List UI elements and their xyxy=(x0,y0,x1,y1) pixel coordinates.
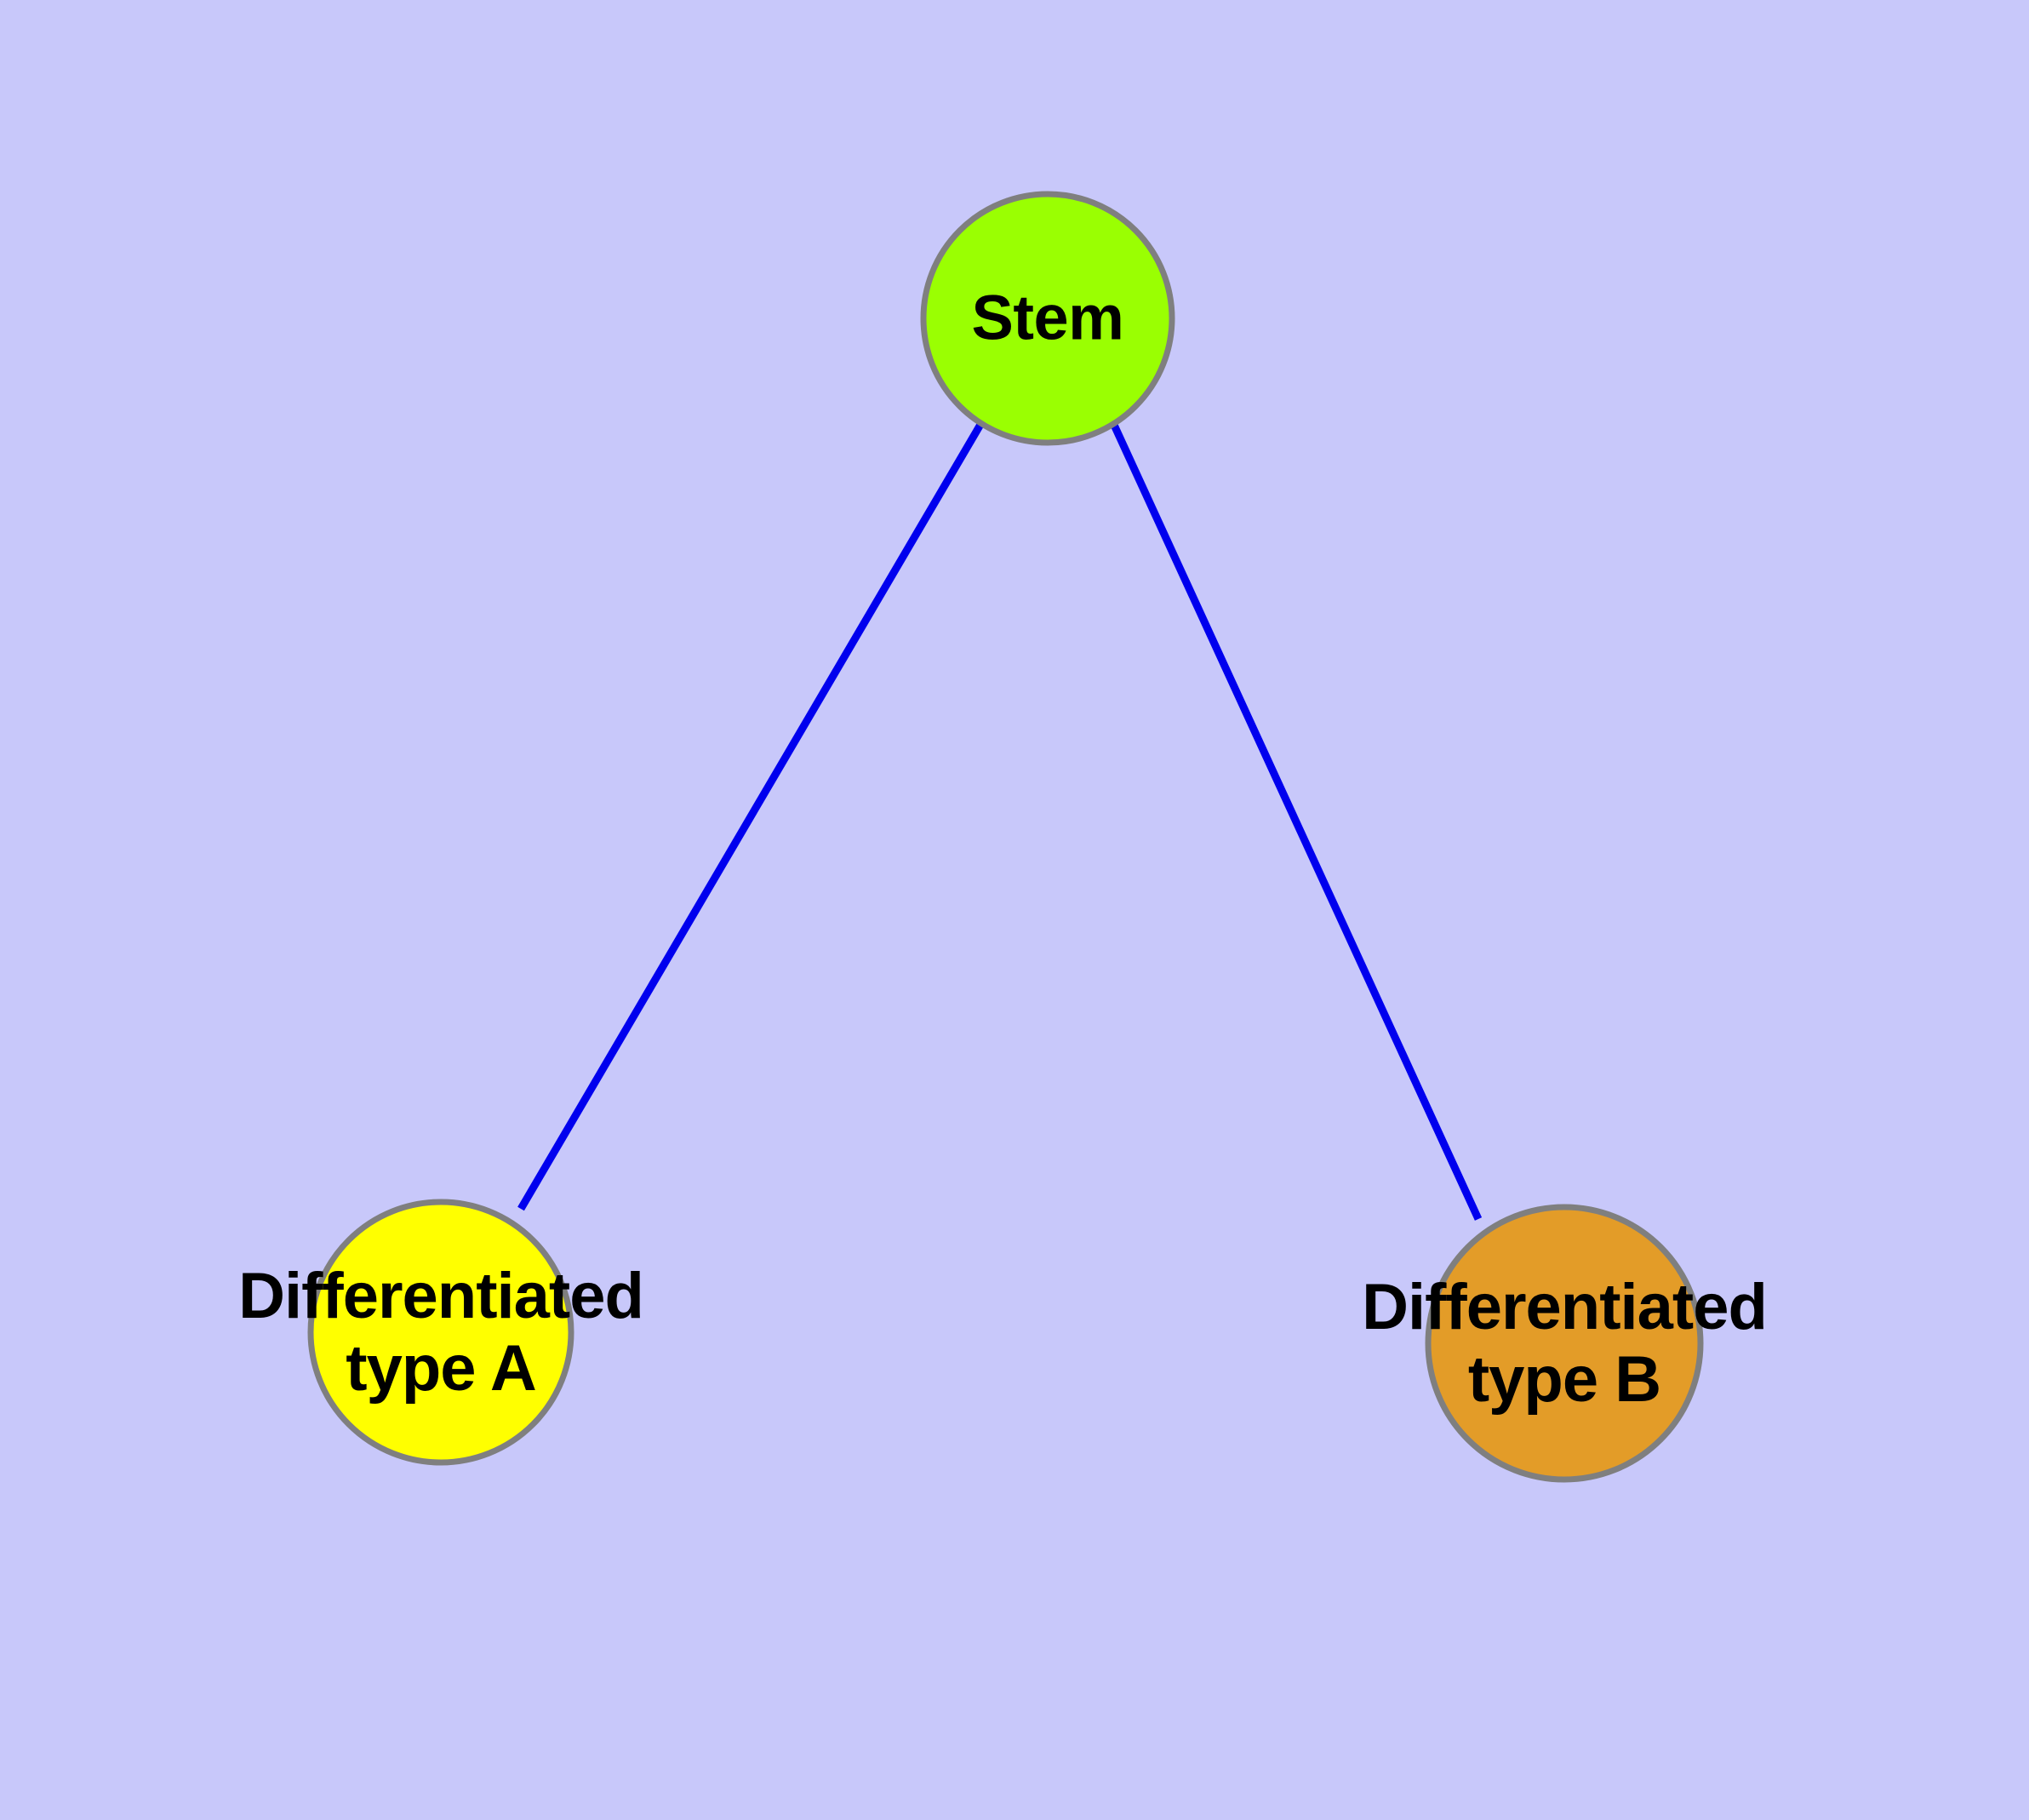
edges-group xyxy=(517,421,1483,1221)
node-differentiated-type-a[interactable] xyxy=(307,1199,574,1466)
nodes-group xyxy=(307,191,1704,1483)
node-stem[interactable] xyxy=(920,191,1175,446)
node-differentiated-type-b[interactable] xyxy=(1425,1204,1704,1483)
edge-stem-to-differentiated-b[interactable] xyxy=(1109,421,1483,1221)
edge-stem-to-differentiated-a[interactable] xyxy=(517,421,985,1211)
